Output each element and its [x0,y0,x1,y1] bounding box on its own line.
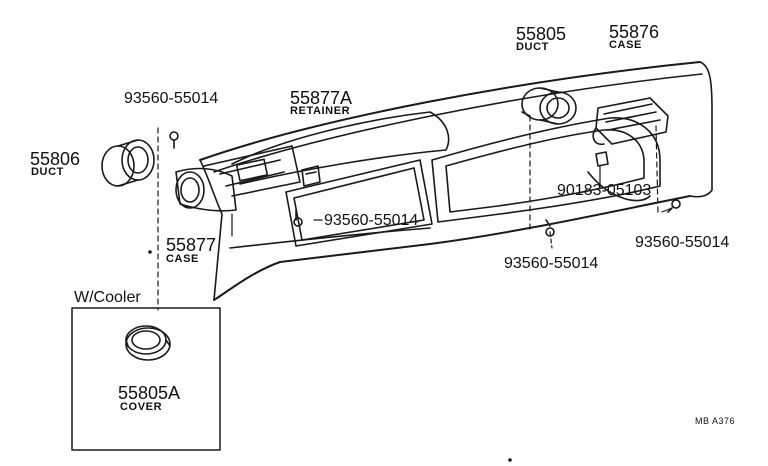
screw-bottom-mid-label: 93560-55014 [504,255,599,272]
cover-number: 55805A [118,383,181,403]
screw-center-illustration [293,209,303,227]
case-left-illustration [175,145,301,212]
screw-right-illustration [667,199,681,213]
screw-right-label: 93560-55014 [635,234,730,251]
retainer-illustration [301,165,321,187]
screw-center-label: 93560-55014 [324,212,419,229]
dash-panel-left [285,159,433,247]
retainer-name: RETAINER [290,105,351,117]
dash-left-end [199,159,223,301]
dash-panel-right-inner [445,129,645,213]
cover-illustration [125,325,171,361]
duct-left-number: 55806 [30,149,81,169]
cover-name: COVER [120,401,163,413]
inset-box [71,307,221,451]
case-right-illustration [592,97,669,146]
dash-underside [229,227,431,249]
dash-top-edge [199,61,701,161]
duct-left-name: DUCT [31,166,64,178]
inset-title: W/Cooler [74,289,141,306]
screw-top-left-label: 93560-55014 [124,90,219,107]
case-right-name: CASE [609,39,642,51]
case-left-name: CASE [166,253,199,265]
clip-label: 90183-05103 [557,182,652,199]
duct-center-name: DUCT [516,41,549,53]
retainer-number: 55877A [290,88,353,108]
leader-lines [149,115,673,311]
duct-center-number: 55805 [516,24,567,44]
case-right-number: 55876 [609,22,660,42]
clip-illustration [587,151,651,202]
duct-left-illustration [101,139,155,187]
case-left-number: 55877 [166,235,217,255]
duct-center-illustration [521,87,577,125]
dash-right-end [689,61,713,198]
dash-top-inner-edge [213,73,703,173]
dash-panel-right [431,117,661,223]
dash-lower-body [213,195,691,301]
screw-top-left-illustration [169,131,179,149]
dash-hood [231,111,450,185]
diagram-code: MB A376 [695,416,736,426]
